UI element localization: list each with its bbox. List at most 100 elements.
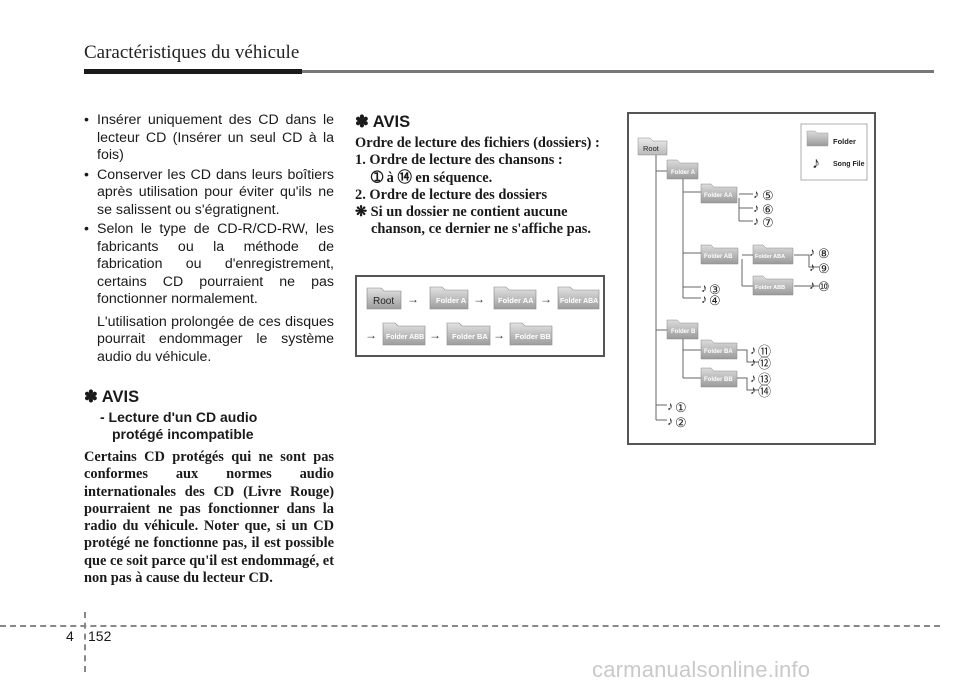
tree-legend: Folder ♪ Song File (800, 123, 868, 181)
song-note-icon: ♪ (753, 187, 759, 201)
tree-folder-a-label: Folder A (671, 170, 696, 176)
tree-folder-ab-label: Folder AB (704, 254, 733, 260)
tree-folder-ba: Folder BA (700, 339, 738, 360)
tree-folder-aa: Folder AA (700, 183, 738, 204)
tree-folder-ba-label: Folder BA (704, 349, 733, 355)
song-number: ⑤ (762, 188, 774, 203)
left-column: • Insérer uniquement des CD dans le lect… (84, 112, 334, 587)
seq-arrow-icon: → (407, 292, 419, 306)
folder-tree-diagram: Folder ♪ Song File (627, 112, 876, 445)
song-number: ③ (709, 282, 721, 297)
tree-folder-aba-label: Folder ABA (755, 254, 785, 260)
song-note-icon: ♪ (809, 260, 815, 274)
song-note-icon: ♪ (809, 245, 815, 259)
seq-folder-ba-label: Folder BA (452, 332, 488, 341)
bullet-dot-icon: • (84, 112, 89, 128)
seq-arrow-icon: → (540, 292, 552, 306)
song-number: ⑫ (758, 356, 771, 371)
seq-root-label: Root (373, 296, 394, 307)
legend-note-icon: ♪ (812, 155, 820, 172)
tree-folder-b-label: Folder B (671, 329, 696, 335)
order-note: ❋ Si un dossier ne contient aucune (355, 204, 568, 221)
song-note-icon: ♪ (750, 371, 756, 385)
song-note-icon: ♪ (809, 278, 815, 292)
avis-title: ✽ AVIS (84, 388, 140, 406)
seq-folder-a: Folder A (429, 286, 469, 310)
order-item-1: 1. Ordre de lecture des chansons : (355, 152, 563, 169)
avis-title: ✽ AVIS (355, 113, 411, 131)
song-note-icon: ♪ (701, 281, 707, 295)
bullet-text: Selon le type de CD-R/CD-RW, les fabrica… (97, 221, 334, 307)
page-header-title: Caractéristiques du véhicule (84, 42, 300, 63)
right-column: ✽ AVIS Ordre de lecture des fichiers (do… (355, 112, 605, 239)
seq-folder-aa-label: Folder AA (498, 296, 534, 305)
tree-folder-aa-label: Folder AA (704, 193, 733, 199)
page-number: 152 (88, 628, 112, 644)
song-number: ⑧ (818, 246, 830, 261)
tree-svg: Folder ♪ Song File (637, 123, 868, 430)
bullet-text: Insérer uniquement des CD dans le lecteu… (97, 112, 334, 163)
tree-folder-ab: Folder AB (700, 244, 739, 265)
song-number: ⑥ (762, 202, 774, 217)
seq-root-folder: Root (366, 287, 402, 310)
tree-folder-abb-label: Folder ABB (755, 285, 785, 291)
song-number: ④ (709, 293, 721, 308)
tree-folder-b: Folder B (666, 319, 699, 340)
tree-folder-bb: Folder BB (700, 367, 738, 388)
song-number: ⑦ (762, 215, 774, 230)
song-number: ② (675, 415, 687, 430)
folder-sequence-diagram: Root → Folder A → Folder AA → Folder ABA… (355, 275, 605, 357)
seq-folder-bb: Folder BB (509, 322, 553, 346)
header-rule (84, 70, 934, 73)
watermark: carmanualsonline.info (592, 657, 811, 682)
order-heading: Ordre de lecture des fichiers (dossiers)… (355, 135, 600, 151)
tree-root-label: Root (643, 144, 660, 153)
bullet-item: • Selon le type de CD-R/CD-RW, les fabri… (84, 221, 334, 309)
tree-root-folder: Root (637, 137, 668, 156)
tree-songs: ♪ ① ♪ ② ♪ ③ ♪ ④ ♪ ⑤ ♪ ⑥ ♪ ⑦ ♪ ⑧ ♪ ⑨ ♪ ⑩ … (667, 187, 830, 430)
bullet-dot-icon: • (84, 166, 89, 183)
legend-folder-label: Folder (833, 137, 856, 146)
song-note-icon: ♪ (750, 383, 756, 397)
song-note-icon: ♪ (753, 214, 759, 228)
song-note-icon: ♪ (667, 414, 673, 428)
legend-song-label: Song File (833, 161, 865, 168)
bullet-text: Conserver les CD dans leurs boîtiers apr… (97, 166, 334, 218)
song-number: ⑬ (758, 372, 771, 387)
footer-divider (84, 612, 86, 672)
song-note-icon: ♪ (701, 292, 707, 306)
bullet-dot-icon: • (84, 221, 89, 237)
tree-folder-aba: Folder ABA (752, 244, 794, 265)
song-number: ⑪ (758, 344, 771, 359)
song-number: ⑭ (758, 384, 771, 399)
seq-arrow-icon: → (493, 328, 505, 342)
song-note-icon: ♪ (750, 355, 756, 369)
song-number: ⑨ (818, 261, 830, 276)
tree-folder-a: Folder A (666, 159, 699, 180)
avis-subtitle: - Lecture d'un CD audio (100, 409, 258, 425)
seq-folder-abb: Folder ABB (382, 322, 426, 346)
seq-folder-ba: Folder BA (446, 322, 491, 346)
seq-folder-a-label: Folder A (436, 296, 467, 305)
bullet-item: • Conserver les CD dans leurs boîtiers a… (84, 167, 334, 220)
tree-folder-bb-label: Folder BB (704, 377, 733, 383)
footer-rule (0, 625, 940, 627)
song-note-icon: ♪ (753, 201, 759, 215)
sequence-svg: Root → Folder A → Folder AA → Folder ABA… (365, 286, 600, 346)
order-item-2: 2. Ordre de lecture des dossiers (355, 186, 548, 203)
seq-folder-aa: Folder AA (493, 286, 537, 310)
tree-folder-abb: Folder ABB (752, 275, 794, 296)
song-number: ⑩ (818, 279, 830, 294)
song-note-icon: ♪ (667, 399, 673, 413)
seq-folder-abb-label: Folder ABB (386, 334, 424, 341)
header-rule-accent (84, 69, 302, 74)
seq-arrow-icon: → (365, 328, 377, 342)
seq-arrow-icon: → (429, 328, 441, 342)
song-note-icon: ♪ (750, 343, 756, 357)
bullet-continuation: L'utilisation prolongée de ces disques p… (97, 313, 334, 365)
order-item-1-detail: ➀ à ⑭ en séquence. (371, 169, 493, 186)
avis-subtitle: protégé incompatible (112, 426, 254, 442)
avis-body: Certains CD protégés qui ne sont pas con… (84, 449, 334, 587)
order-note-cont: chanson, ce dernier ne s'affiche pas. (371, 221, 591, 238)
tree-connectors (655, 154, 819, 421)
